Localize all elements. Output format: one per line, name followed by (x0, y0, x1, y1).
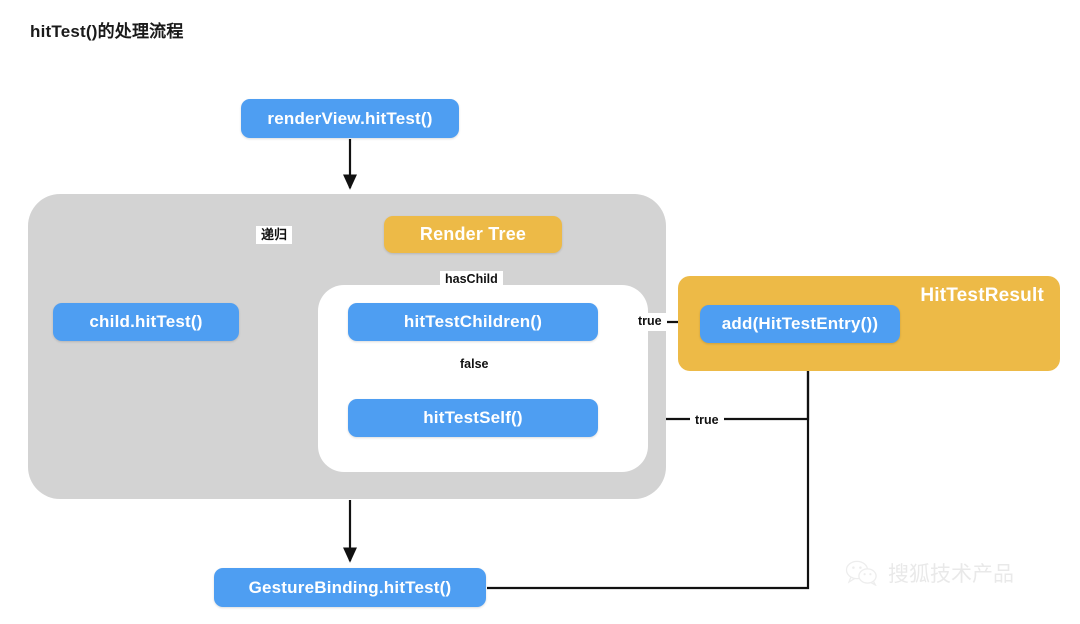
edge-label-true-self: true (690, 412, 724, 430)
page-title: hitTest()的处理流程 (30, 22, 184, 41)
node-hittestself[interactable]: hitTestSelf() (348, 399, 598, 437)
node-add-hittestentry[interactable]: add(HitTestEntry()) (700, 305, 900, 343)
edge-label-false: false (455, 356, 494, 374)
node-render-tree[interactable]: Render Tree (384, 216, 562, 253)
node-gesturebinding-hittest[interactable]: GestureBinding.hitTest() (214, 568, 486, 607)
wechat-icon (845, 560, 877, 586)
node-renderview-hittest[interactable]: renderView.hitTest() (241, 99, 459, 138)
watermark-text: 搜狐技术产品 (888, 562, 1014, 586)
edge-label-haschild: hasChild (440, 271, 503, 289)
hit-test-result-label: HitTestResult (920, 285, 1044, 306)
edge-gesturebinding-to-add (487, 356, 810, 590)
watermark: 搜狐技术产品 (845, 558, 1014, 588)
node-child-hittest[interactable]: child.hitTest() (53, 303, 239, 341)
edge-label-true-children: true (633, 313, 667, 331)
edge-label-recursion: 递归 (256, 226, 293, 245)
node-hittestchildren[interactable]: hitTestChildren() (348, 303, 598, 341)
